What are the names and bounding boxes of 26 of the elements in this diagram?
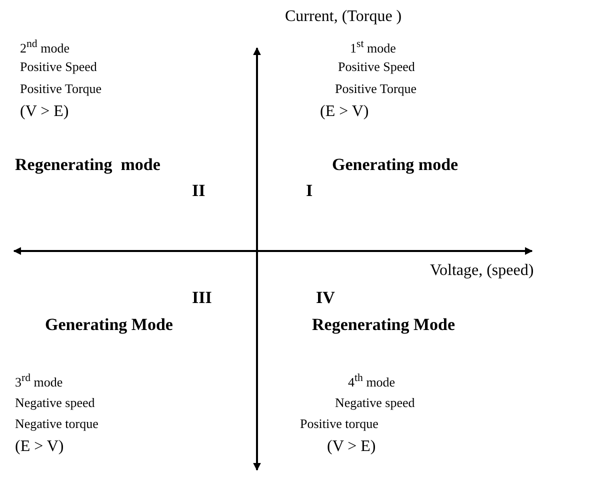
quadrant-title: Regenerating mode <box>15 155 160 175</box>
quadrant-number: II <box>192 181 206 201</box>
condition-label: (E > V) <box>320 103 369 122</box>
quadrant-note: Positive Torque <box>335 82 417 97</box>
condition-label: (E > V) <box>15 438 64 456</box>
quadrant-number: IV <box>316 288 335 308</box>
quadrant-note: Negative torque <box>15 417 98 432</box>
mode-label: 2$^{nd}$ mode <box>20 38 70 56</box>
quadrant-note: Positive Torque <box>20 82 102 97</box>
mode-label: 3$^{rd}$ mode <box>15 372 63 390</box>
quadrant-title: Generating mode <box>332 155 458 175</box>
quadrant-note: Positive Speed <box>20 60 97 75</box>
quadrant-title: Generating Mode <box>45 315 173 335</box>
quadrant-note: Negative speed <box>15 396 95 411</box>
quadrant-number: I <box>306 181 313 201</box>
quadrant-note: Positive torque <box>300 417 378 432</box>
mode-label: 4$^{th}$ mode <box>348 372 396 390</box>
quadrant-title: Regenerating Mode <box>312 315 456 335</box>
condition-label: (V > E) <box>327 438 376 456</box>
axis-label: Voltage, (speed) <box>430 262 534 280</box>
condition-label: (V > E) <box>20 103 69 122</box>
quadrant-note: Negative speed <box>335 396 415 411</box>
quadrant-number: III <box>192 288 212 308</box>
axis-label: Current, (Torque ) <box>285 8 402 26</box>
mode-label: 1$^{st}$ mode <box>350 38 396 56</box>
quadrant-note: Positive Speed <box>338 60 415 75</box>
